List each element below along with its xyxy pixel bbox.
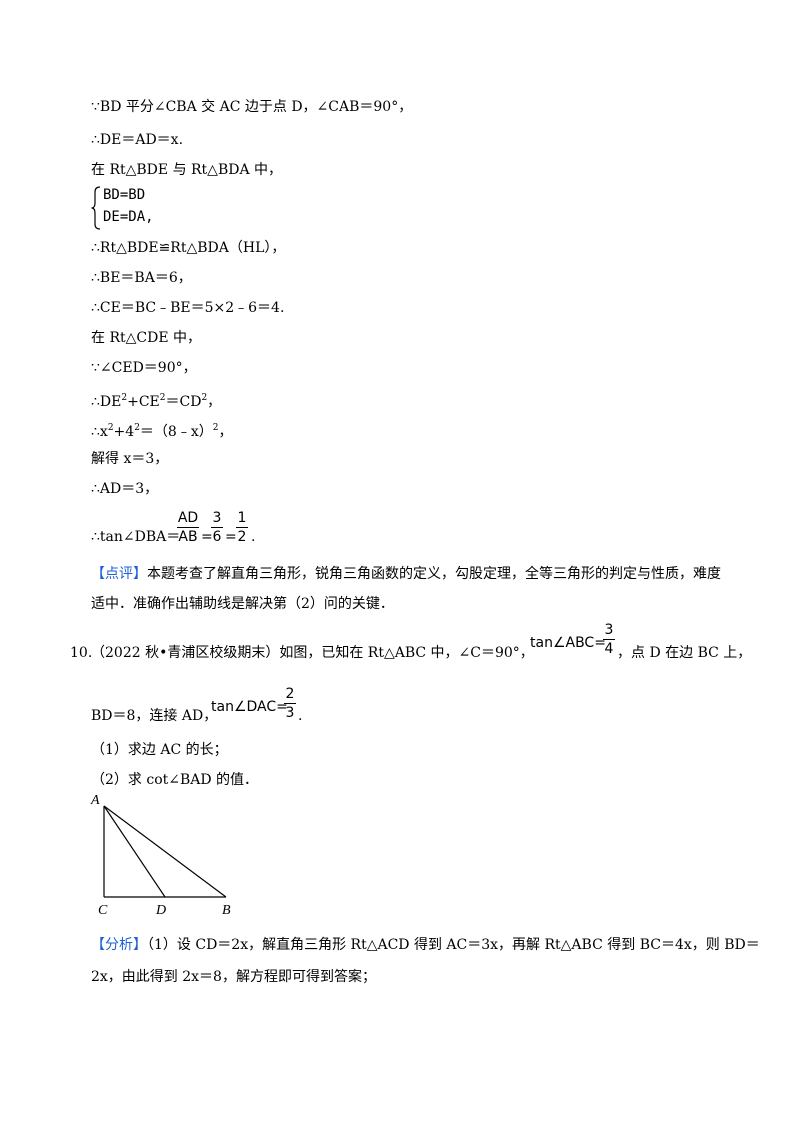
- superscript: 2: [201, 393, 208, 403]
- system-line-top: BD=BD: [103, 187, 146, 203]
- fraction-numerator: 2: [285, 686, 295, 702]
- analysis-text: （1）设 CD＝2x，解直角三角形 Rt△ACD 得到 AC＝3x，再解 Rt△…: [147, 937, 760, 953]
- solution-line-6: ∴CE＝BC﹣BE＝5×2﹣6＝4.: [91, 300, 285, 316]
- label-c: C: [98, 903, 108, 918]
- analysis-line-1: 【分析】（1）设 CD＝2x，解直角三角形 Rt△ACD 得到 AC＝3x，再解…: [91, 935, 760, 955]
- fraction-denominator: 3: [285, 705, 295, 721]
- problem-number: 10.: [70, 645, 93, 661]
- fraction-denominator: 2: [237, 529, 247, 545]
- superscript: 2: [134, 423, 140, 433]
- question-2: （2）求 cot∠BAD 的值．: [91, 772, 259, 788]
- fraction-bar: [284, 703, 296, 704]
- fraction-numerator: 3: [604, 622, 614, 638]
- problem-statement-tail: ，点 D 在边 BC 上，: [617, 645, 752, 661]
- segment-ad: [103, 805, 166, 898]
- text-segment: ∴DE: [91, 394, 122, 410]
- solution-line-4: ∴Rt△BDE≌Rt△BDA（HL），: [91, 240, 286, 256]
- fraction-denominator: 6: [212, 529, 222, 545]
- solution-line-3: 在 Rt△BDE 与 Rt△BDA 中，: [91, 162, 283, 178]
- superscript: 2: [159, 393, 166, 403]
- text-segment: +4: [113, 424, 135, 440]
- period: .: [251, 529, 256, 545]
- fraction-numerator: 1: [237, 510, 247, 526]
- comment-line-1: 【点评】本题考查了解直角三角形，锐角三角函数的定义，勾股定理，全等三角形的判定与…: [91, 564, 721, 584]
- solution-line-13-prefix: ∴tan∠DBA＝: [91, 529, 181, 545]
- fraction-bar: [603, 639, 615, 640]
- label-b: B: [222, 903, 231, 918]
- fraction-denominator: 4: [604, 641, 614, 657]
- fraction-1-2: 1 2: [236, 510, 248, 545]
- fraction-3-4: 3 4: [603, 622, 615, 657]
- fraction-3-6: 3 6: [211, 510, 223, 545]
- text-segment: ，: [207, 394, 222, 410]
- equals-sign: =: [225, 529, 237, 545]
- comment-tag: 【点评】: [91, 566, 147, 582]
- label-d: D: [155, 903, 166, 918]
- equals-sign: =: [201, 529, 213, 545]
- period: .: [298, 708, 303, 724]
- text-segment: ＝CD: [165, 394, 202, 410]
- tan-abc-label: tan∠ABC=: [530, 635, 606, 651]
- segment-ab: [103, 805, 227, 898]
- fraction-2-3: 2 3: [284, 686, 296, 721]
- text-segment: ，: [218, 424, 233, 440]
- fraction-ad-ab: AD AB: [177, 510, 199, 545]
- fraction-bar: [177, 527, 199, 528]
- triangle-figure: A C D B: [90, 793, 231, 918]
- label-a: A: [90, 793, 100, 808]
- superscript: 2: [121, 393, 128, 403]
- analysis-line-2: 2x，由此得到 2x＝8，解方程即可得到答案；: [91, 969, 376, 985]
- superscript: 2: [107, 423, 114, 433]
- equation-system: BD=BD DE=DA,: [103, 184, 154, 228]
- system-line-bottom: DE=DA,: [103, 209, 154, 225]
- solution-line-5: ∴BE＝BA＝6，: [91, 270, 192, 286]
- fraction-numerator: AD: [177, 510, 199, 526]
- left-brace-icon: [91, 186, 101, 230]
- solution-line-8: ∵∠CED＝90°，: [91, 360, 197, 376]
- fraction-bar: [236, 527, 248, 528]
- text-segment: ＝（8﹣x）: [139, 424, 213, 440]
- comment-line-2: 适中．准确作出辅助线是解决第（2）问的关键．: [91, 596, 394, 612]
- fraction-bar: [211, 527, 223, 528]
- solution-line-9: ∴DE2+CE2＝CD2，: [91, 388, 221, 412]
- solution-line-1: ∵BD 平分∠CBA 交 AC 边于点 D，∠CAB＝90°，: [91, 99, 413, 115]
- solution-line-2: ∴DE＝AD＝x.: [91, 132, 184, 148]
- comment-text: 本题考查了解直角三角形，锐角三角函数的定义，勾股定理，全等三角形的判定与性质，难…: [147, 566, 721, 582]
- text-segment: ∴x: [91, 424, 108, 440]
- solution-line-7: 在 Rt△CDE 中，: [91, 330, 201, 346]
- problem-statement-line-2: BD＝8，连接 AD，: [91, 708, 218, 724]
- solution-line-11: 解得 x＝3，: [91, 451, 169, 467]
- superscript: 2: [212, 423, 219, 433]
- fraction-numerator: 3: [212, 510, 222, 526]
- fraction-denominator: AB: [178, 529, 198, 545]
- problem-statement-line-1: （2022 秋•青浦区校级期末）如图，已知在 Rt△ABC 中，∠C＝90°，: [91, 645, 534, 661]
- text-segment: +CE: [127, 394, 160, 410]
- question-1: （1）求边 AC 的长；: [91, 742, 228, 758]
- solution-line-12: ∴AD＝3，: [91, 481, 159, 497]
- solution-line-10: ∴x2+42＝（8﹣x）2，: [91, 418, 232, 442]
- analysis-tag: 【分析】: [91, 937, 147, 953]
- tan-dac-label: tan∠DAC=: [211, 699, 288, 715]
